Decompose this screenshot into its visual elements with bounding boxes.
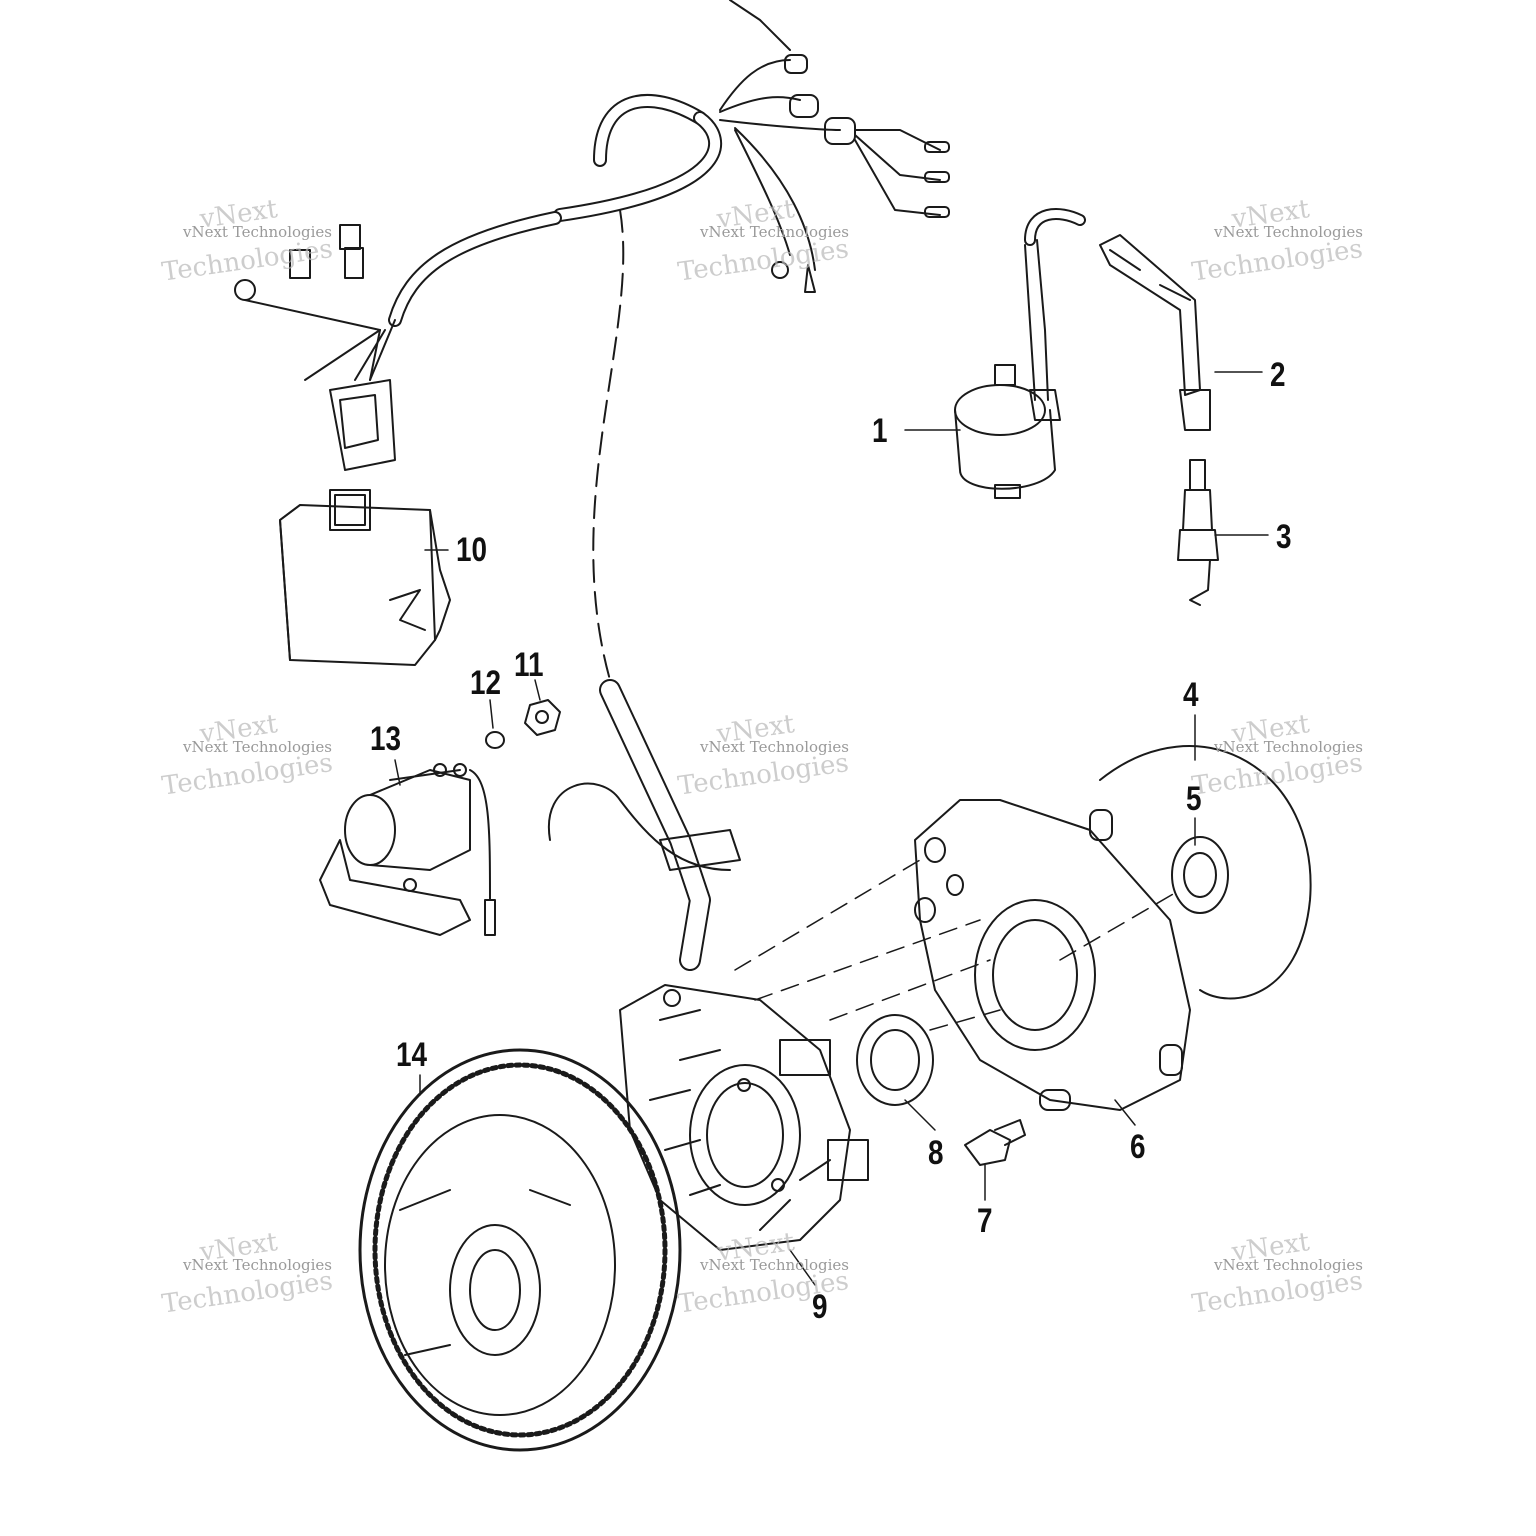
alignment-lines (734, 859, 1181, 1031)
bearing (1171, 836, 1229, 914)
bolt (964, 1119, 1026, 1166)
callout-12: 12 (470, 664, 502, 702)
ignition-coil (954, 208, 1086, 499)
callout-6: 6 (1130, 1128, 1146, 1166)
callout-10: 10 (456, 531, 488, 569)
spark-plug-cap (1099, 234, 1211, 431)
stator (619, 984, 869, 1251)
stator-housing-plate (914, 799, 1191, 1111)
callout-14: 14 (396, 1036, 428, 1074)
dashed-lead-line (592, 209, 625, 681)
callout-7: 7 (977, 1202, 993, 1240)
starter-solenoid (319, 763, 496, 936)
wiring-harness (234, 0, 950, 471)
callout-9: 9 (812, 1288, 828, 1326)
callout-1: 1 (872, 412, 888, 450)
o-ring (1099, 745, 1312, 1000)
flywheel (358, 1048, 682, 1452)
callout-5: 5 (1186, 780, 1202, 818)
leader-lines (394, 371, 1269, 1286)
callout-4: 4 (1183, 676, 1199, 714)
oil-seal (856, 1014, 934, 1106)
nut (524, 699, 561, 736)
callout-3: 3 (1276, 518, 1292, 556)
spark-plug (1177, 459, 1219, 606)
stator-lead (547, 679, 741, 971)
callout-13: 13 (370, 720, 402, 758)
callout-11: 11 (514, 646, 544, 684)
callout-2: 2 (1270, 356, 1286, 394)
lock-washer (485, 731, 505, 749)
callout-8: 8 (928, 1134, 944, 1172)
cdi-module (279, 489, 451, 666)
